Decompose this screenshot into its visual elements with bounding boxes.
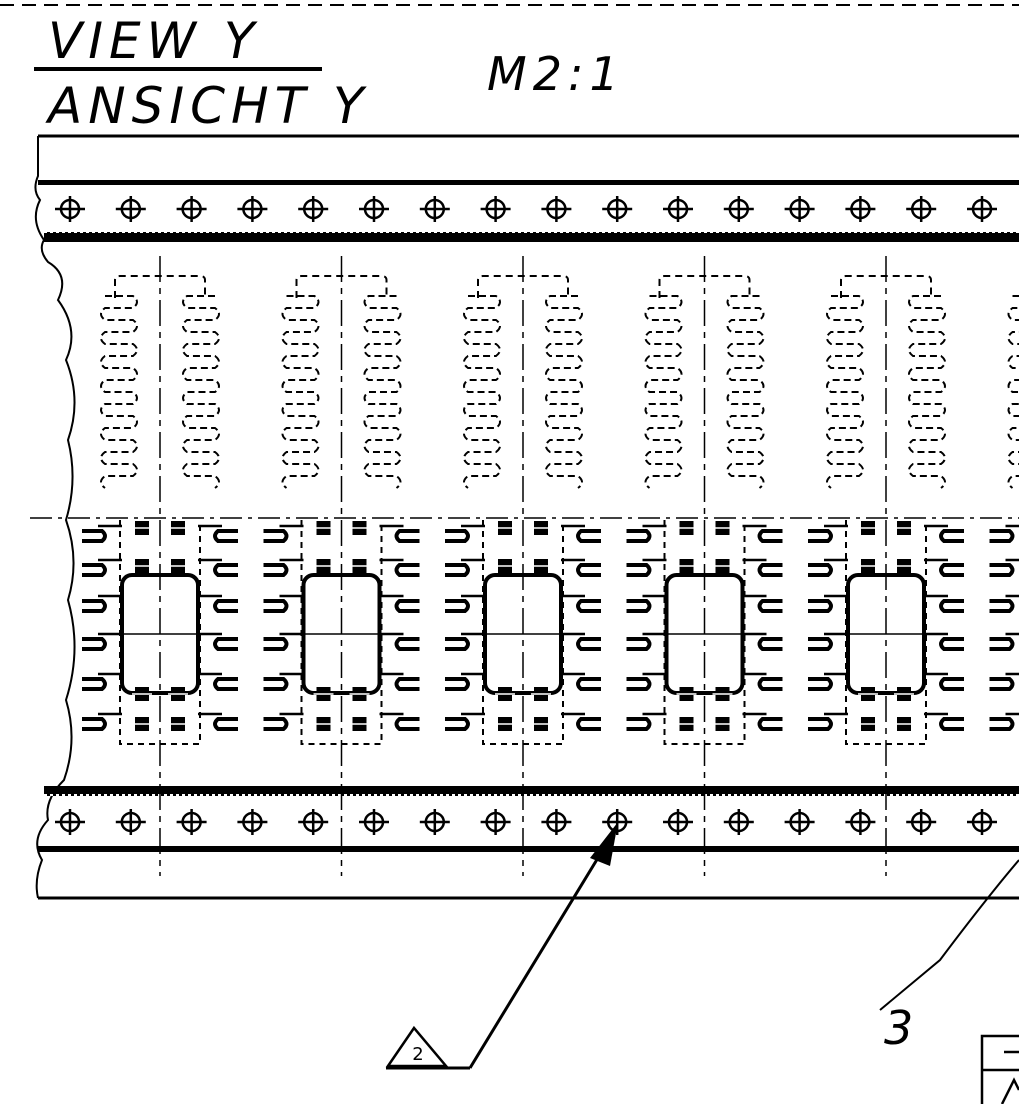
mounting-hole bbox=[176, 196, 207, 222]
mounting-hole bbox=[298, 196, 329, 222]
item-number: 3 bbox=[884, 1001, 913, 1055]
mounting-hole bbox=[663, 809, 693, 835]
revision-leader bbox=[386, 822, 618, 1070]
component-cell bbox=[808, 256, 964, 876]
component-cell bbox=[989, 295, 1019, 731]
mounting-hole bbox=[723, 196, 754, 222]
component-cell bbox=[445, 256, 601, 876]
mounting-hole bbox=[115, 196, 146, 222]
mounting-hole bbox=[541, 196, 572, 222]
bottom-mounting-holes bbox=[55, 809, 997, 835]
mounting-hole bbox=[359, 196, 389, 222]
mounting-hole bbox=[845, 809, 876, 835]
mounting-hole bbox=[541, 809, 572, 835]
view-title-en: VIEW Y bbox=[48, 12, 260, 70]
mounting-hole bbox=[359, 809, 389, 835]
top-rail bbox=[38, 180, 1019, 242]
component-cell bbox=[626, 256, 783, 876]
mounting-hole bbox=[237, 196, 268, 222]
mounting-hole bbox=[967, 196, 997, 222]
mounting-hole bbox=[906, 196, 937, 222]
item-leader: 3 bbox=[879, 859, 1019, 1055]
revision-triangle: 2 bbox=[385, 1025, 449, 1068]
mounting-hole bbox=[115, 809, 146, 835]
mounting-hole bbox=[237, 809, 268, 835]
mounting-hole bbox=[480, 196, 511, 222]
mounting-hole bbox=[602, 196, 633, 222]
component-array bbox=[82, 256, 1019, 876]
mounting-hole bbox=[55, 196, 85, 222]
view-title: VIEW Y ANSICHT Y M2:1 bbox=[34, 12, 625, 135]
mounting-hole bbox=[55, 809, 85, 835]
mounting-hole bbox=[298, 809, 329, 835]
mounting-hole bbox=[784, 809, 815, 835]
mounting-hole bbox=[176, 809, 207, 835]
mounting-hole bbox=[784, 196, 815, 222]
bottom-rail bbox=[38, 786, 1019, 852]
mounting-hole bbox=[723, 809, 754, 835]
revision-number: 2 bbox=[412, 1044, 423, 1065]
mounting-hole bbox=[967, 809, 997, 835]
component-cell bbox=[263, 256, 420, 876]
part-outline bbox=[34, 134, 1019, 900]
mounting-hole bbox=[419, 196, 450, 222]
mounting-hole bbox=[602, 809, 633, 835]
mounting-hole bbox=[480, 809, 511, 835]
mounting-hole bbox=[845, 196, 876, 222]
scale-label: M2:1 bbox=[487, 47, 625, 101]
revision-table-fragment bbox=[980, 1034, 1019, 1104]
mounting-hole bbox=[419, 809, 450, 835]
component-cell bbox=[82, 256, 238, 876]
mounting-hole bbox=[663, 196, 693, 222]
view-title-de: ANSICHT Y bbox=[45, 77, 370, 135]
top-mounting-holes bbox=[55, 196, 997, 222]
mounting-hole bbox=[906, 809, 937, 835]
